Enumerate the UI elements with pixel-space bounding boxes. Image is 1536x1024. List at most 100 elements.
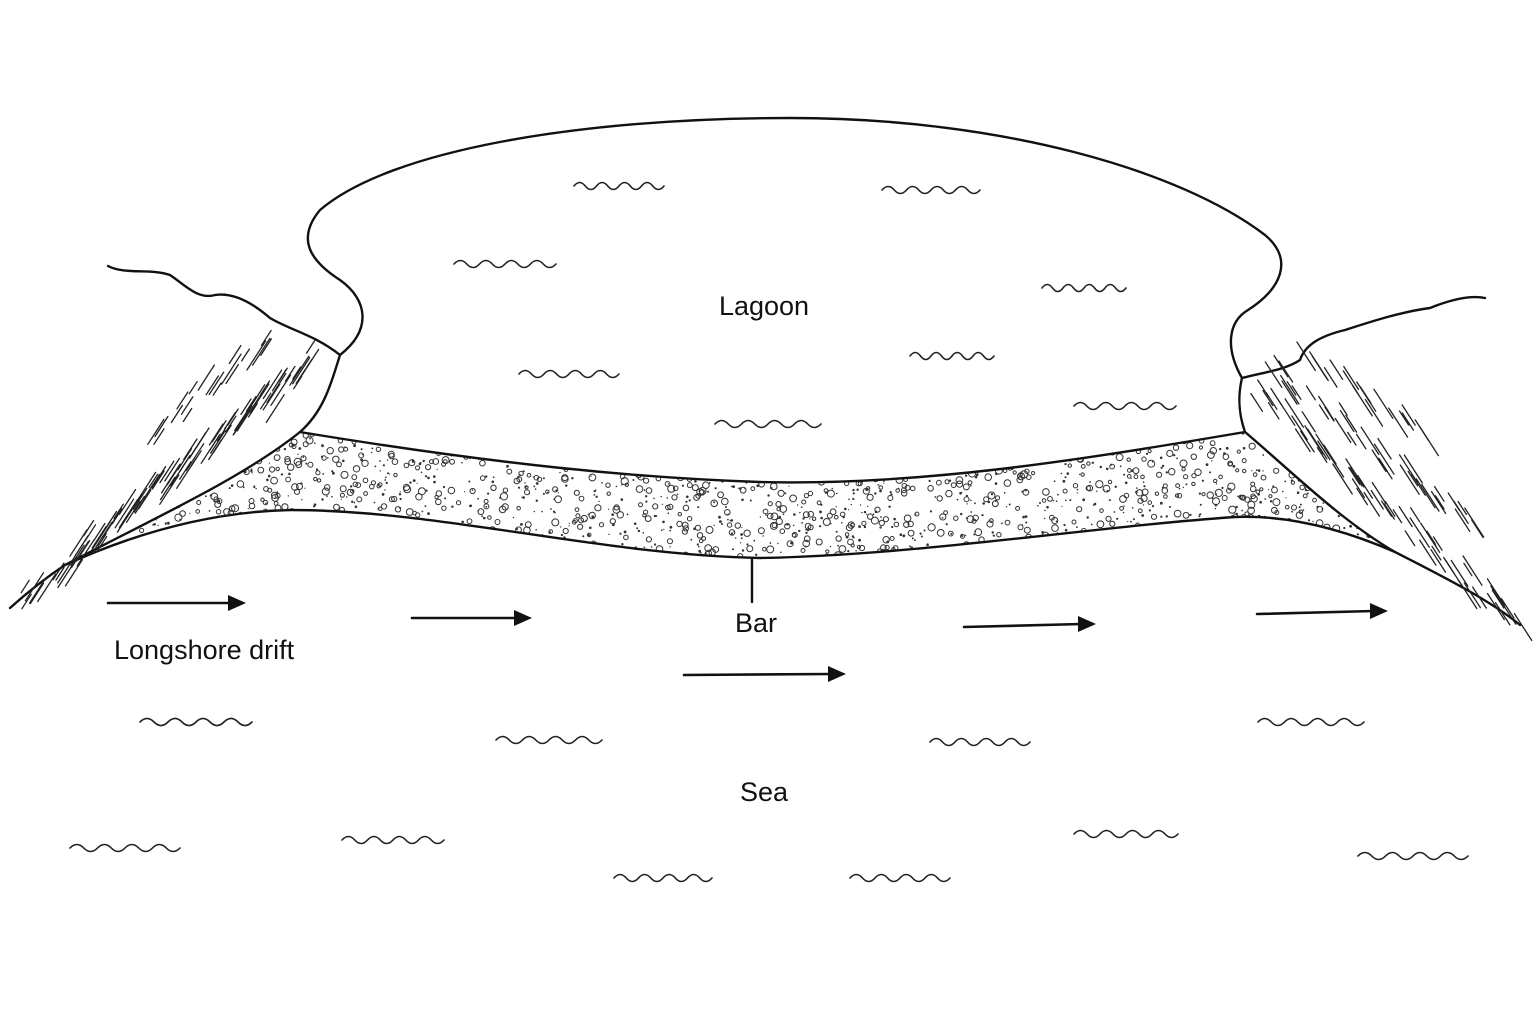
pebble xyxy=(287,463,295,471)
sand-grain xyxy=(780,450,782,453)
sand-grain xyxy=(314,511,317,514)
pebble xyxy=(739,486,747,494)
sand-grain xyxy=(928,479,931,482)
pebble xyxy=(875,552,881,559)
sand-grain xyxy=(1114,485,1117,488)
pebble xyxy=(79,459,86,466)
pebble xyxy=(718,450,726,458)
pebble xyxy=(457,541,464,549)
pebble xyxy=(1384,432,1391,436)
pebble xyxy=(351,474,358,481)
pebble xyxy=(706,440,712,446)
hatch-stroke xyxy=(216,427,227,442)
left-headland-hatching xyxy=(20,329,320,610)
pebble xyxy=(197,483,206,492)
pebble xyxy=(236,554,244,563)
pebble xyxy=(520,546,529,555)
sand-grain xyxy=(762,535,764,537)
sand-grain xyxy=(388,555,391,558)
sand-grain xyxy=(933,432,936,434)
pebble xyxy=(479,442,488,451)
hatch-stroke xyxy=(29,582,45,605)
sand-grain xyxy=(520,523,523,526)
pebble xyxy=(1161,487,1169,494)
sand-grain xyxy=(974,475,978,479)
sand-grain xyxy=(814,459,816,461)
sand-grain xyxy=(1379,445,1383,448)
hatch-stroke xyxy=(249,383,270,414)
sand-grain xyxy=(975,473,979,477)
hatch-stroke xyxy=(250,387,266,411)
pebble xyxy=(1248,529,1254,535)
sand-grain xyxy=(458,563,461,565)
pebble xyxy=(507,540,514,546)
sand-grain xyxy=(1134,540,1138,543)
pebble xyxy=(227,515,235,523)
pebble xyxy=(884,544,890,551)
sand-grain xyxy=(1044,509,1046,512)
sand-grain xyxy=(1143,485,1146,488)
pebble xyxy=(136,423,141,428)
pebble xyxy=(762,508,769,515)
sand-grain xyxy=(667,483,670,485)
hatch-stroke xyxy=(1462,555,1483,586)
pebble xyxy=(1222,453,1230,461)
hatch-stroke xyxy=(21,593,32,610)
pebble xyxy=(1329,499,1336,506)
sand-grain xyxy=(1069,499,1072,502)
hatch-stroke xyxy=(1325,407,1335,422)
sand-grain xyxy=(994,432,997,433)
hatch-stroke xyxy=(177,448,193,471)
sand-grain xyxy=(497,457,499,460)
hatch-stroke xyxy=(153,428,165,445)
sand-grain xyxy=(1130,538,1133,541)
pebble xyxy=(665,504,671,511)
pebble xyxy=(1253,520,1262,528)
sand-grain xyxy=(497,455,499,457)
sand-grain xyxy=(1290,479,1294,482)
sand-grain xyxy=(960,491,963,494)
pebble xyxy=(925,552,933,559)
sand-grain xyxy=(1328,542,1331,545)
pebble xyxy=(65,475,71,481)
pebble xyxy=(361,432,368,435)
sand-grain xyxy=(1268,432,1270,434)
sand-grain xyxy=(1343,526,1346,530)
pebble xyxy=(1299,484,1305,491)
sand-grain xyxy=(755,553,758,556)
sand-grain xyxy=(1302,509,1305,511)
sand-grain xyxy=(710,476,713,478)
sand-grain xyxy=(680,434,683,437)
hatch-stroke xyxy=(1399,464,1420,495)
sand-grain xyxy=(107,493,111,496)
sand-grain xyxy=(309,437,311,440)
sand-grain xyxy=(825,443,827,445)
sand-grain xyxy=(591,515,595,519)
pebble xyxy=(1241,541,1250,550)
pebble xyxy=(1130,532,1137,539)
sand-grain xyxy=(540,537,543,540)
pebble xyxy=(895,557,901,562)
hatch-stroke xyxy=(132,487,148,510)
pebble xyxy=(1004,519,1011,526)
pebble xyxy=(438,555,443,560)
sand-grain xyxy=(719,429,721,431)
hatch-stroke xyxy=(1472,586,1487,609)
sand-grain xyxy=(1161,464,1165,468)
pebble xyxy=(387,450,395,458)
sand-grain xyxy=(241,455,244,457)
pebble xyxy=(435,490,443,497)
pebble xyxy=(644,515,652,522)
pebble xyxy=(730,557,736,563)
pebble xyxy=(1178,558,1187,565)
sand-grain xyxy=(750,457,752,460)
sand-grain xyxy=(1119,465,1122,468)
sand-grain xyxy=(468,505,471,507)
sand-grain xyxy=(636,451,638,453)
sand-grain xyxy=(1052,499,1055,502)
pebble xyxy=(388,496,395,503)
sand-grain xyxy=(653,497,655,500)
sand-grain xyxy=(1064,476,1067,479)
hatch-stroke xyxy=(1355,433,1367,450)
pebble xyxy=(984,473,993,482)
